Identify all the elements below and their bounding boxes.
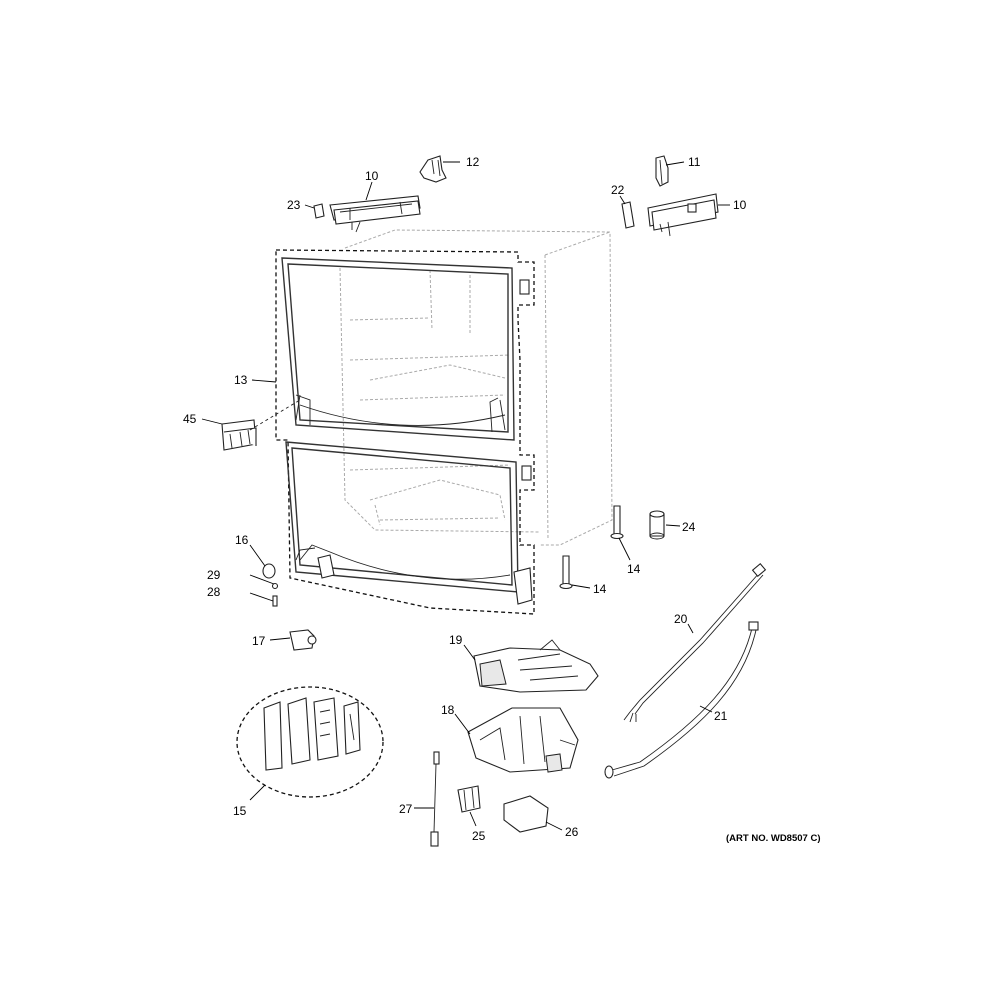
part-28-pin [272, 595, 278, 607]
callout-19: 19 [449, 633, 463, 647]
part-14-upper-leg [610, 505, 624, 540]
part-10-left-rail [329, 195, 421, 233]
part-45-block [221, 399, 301, 451]
part-19-housing [473, 639, 599, 693]
part-23-clip [313, 203, 325, 219]
callout-18: 18 [441, 703, 455, 717]
callout-13: 13 [234, 373, 248, 387]
part-27-wire [430, 751, 440, 847]
callout-29: 29 [207, 568, 221, 582]
callout-21: 21 [714, 709, 728, 723]
callout-26: 26 [565, 825, 579, 839]
door-frame-assembly [275, 249, 535, 615]
callout-23: 23 [287, 198, 301, 212]
callout-11: 11 [688, 155, 701, 169]
part-11-bracket [655, 155, 669, 187]
callout-16: 16 [235, 533, 249, 547]
callout-14-lower: 14 [593, 582, 607, 596]
callout-25: 25 [472, 829, 486, 843]
leader-lines [201, 161, 730, 831]
part-17-connector [289, 629, 317, 651]
callout-20: 20 [674, 612, 688, 626]
callout-24: 24 [682, 520, 696, 534]
part-29-screw [271, 582, 279, 590]
part-26-cover [503, 795, 549, 833]
part-24-cylinder [649, 510, 665, 540]
callout-27: 27 [399, 802, 413, 816]
cabinet-outline [339, 229, 613, 546]
art-number: (ART NO. WD8507 C) [726, 833, 820, 844]
part-22-clip [621, 201, 635, 229]
part-12-bracket [419, 155, 447, 183]
callout-45: 45 [183, 412, 197, 426]
callout-17: 17 [252, 634, 266, 648]
callout-12: 12 [466, 155, 480, 169]
part-21-hose [604, 621, 759, 779]
callout-14-upper: 14 [627, 562, 641, 576]
callout-22: 22 [611, 183, 625, 197]
part-10-right-rail [647, 193, 719, 237]
part-20-power-cord [623, 562, 767, 723]
callout-10-right: 10 [733, 198, 747, 212]
callout-10-left: 10 [365, 169, 379, 183]
part-14-lower-leg [559, 555, 573, 590]
part-25-clip-block [457, 785, 481, 813]
callout-15: 15 [233, 804, 247, 818]
part-16-knob [262, 563, 276, 579]
part-15-inset [236, 686, 384, 798]
callout-28: 28 [207, 585, 221, 599]
callout-labels: 12 10 23 11 22 10 13 45 16 29 28 17 14 1… [183, 155, 820, 844]
part-18-base [467, 707, 579, 773]
